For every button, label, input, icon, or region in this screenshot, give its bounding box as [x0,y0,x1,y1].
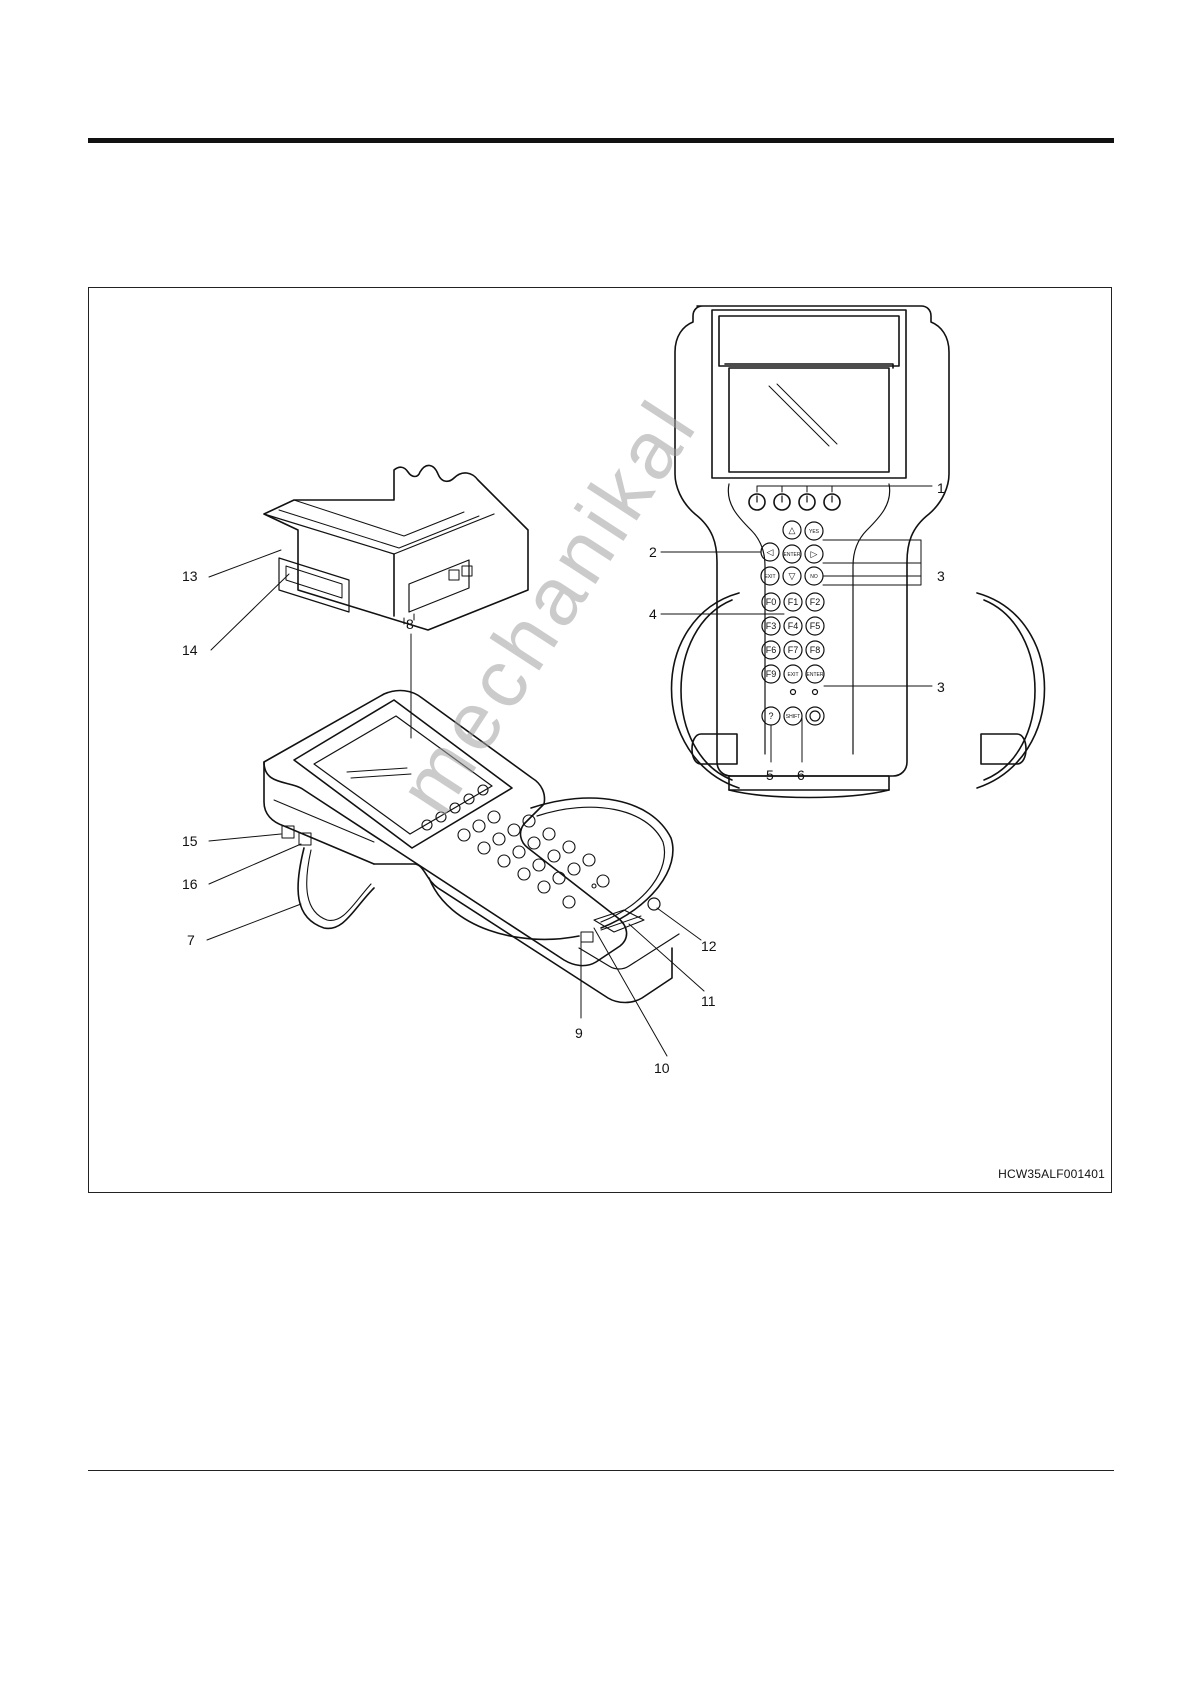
module-illustration [209,465,528,650]
key-f8: F8 [810,645,821,655]
handheld-front-view [661,306,1045,798]
key-no: NO [810,574,818,580]
key-enter-top: ENTER [784,552,801,558]
key-f6: F6 [766,645,777,655]
header-rule [88,138,1114,143]
figure-frame: 1 2 3 3 4 5 6 7 8 9 10 11 12 13 14 15 16… [88,287,1112,1193]
callout-16: 16 [182,876,198,892]
key-f3: F3 [766,621,777,631]
callout-9: 9 [575,1025,583,1041]
callout-15: 15 [182,833,198,849]
function-keys [762,593,824,725]
key-down: ▽ [789,571,796,581]
key-f2: F2 [810,597,821,607]
key-up: △ [789,525,796,535]
soft-keys [749,494,840,510]
key-exit: EXIT [787,672,798,678]
callout-1: 1 [937,480,945,496]
key-right: ▷ [811,549,818,559]
callout-3a: 3 [937,568,945,584]
key-f5: F5 [810,621,821,631]
callout-4: 4 [649,606,657,622]
key-exit-top: EXIT [764,574,775,580]
key-left: ◁ [767,547,774,557]
figure-id: HCW35ALF001401 [989,1167,1105,1181]
callout-14: 14 [182,642,198,658]
callout-8: 8 [406,616,414,632]
callout-12: 12 [701,938,717,954]
callout-2: 2 [649,544,657,560]
callout-11: 11 [701,993,716,1009]
callout-7: 7 [187,932,195,948]
key-help: ? [768,711,773,721]
key-f9: F9 [766,669,777,679]
key-f7: F7 [788,645,799,655]
key-f0: F0 [766,597,777,607]
callout-3b: 3 [937,679,945,695]
keypad-labels: △ YES ◁ ENTER ▷ EXIT ▽ NO F0 F1 F2 F3 F4… [764,525,823,721]
footer-rule [88,1470,1114,1471]
key-f1: F1 [788,597,799,607]
key-enter: ENTER [807,672,824,678]
key-yes: YES [809,529,820,535]
callout-5: 5 [766,767,774,783]
key-f4: F4 [788,621,799,631]
callout-10: 10 [654,1060,670,1076]
key-shift: SHIFT [786,714,800,720]
callout-13: 13 [182,568,198,584]
figure-illustration: 1 2 3 3 4 5 6 7 8 9 10 11 12 13 14 15 16… [89,288,1113,1194]
callout-6: 6 [797,767,805,783]
